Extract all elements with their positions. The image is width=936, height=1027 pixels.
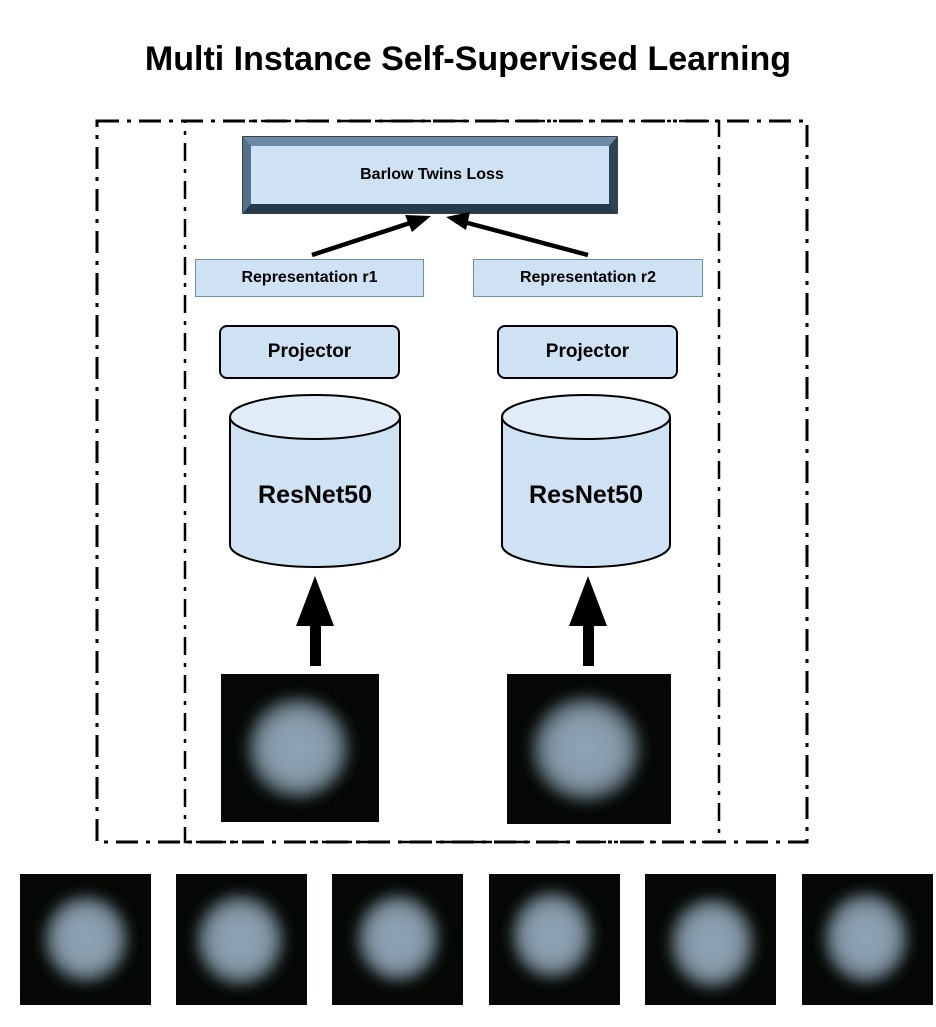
inner-pair-frame bbox=[183, 119, 721, 844]
bag-instance-5 bbox=[645, 874, 776, 1005]
bag-instance-1 bbox=[20, 874, 151, 1005]
arrow-r1-to-loss bbox=[311, 215, 431, 258]
bag-instance-6 bbox=[802, 874, 933, 1005]
arrow-input-right bbox=[569, 576, 607, 666]
arrow-input-left bbox=[296, 576, 334, 666]
encoder-label-right: ResNet50 bbox=[529, 481, 643, 509]
representation-r2: Representation r2 bbox=[473, 259, 703, 297]
bag-instance-2 bbox=[176, 874, 307, 1005]
representation-r1: Representation r1 bbox=[195, 259, 424, 297]
barlow-twins-loss-label: Barlow Twins Loss bbox=[360, 165, 504, 183]
bag-instance-4 bbox=[489, 874, 620, 1005]
input-image-right bbox=[507, 674, 671, 824]
projector-left: Projector bbox=[219, 325, 400, 379]
bag-instance-3 bbox=[332, 874, 463, 1005]
outer-bag-frame bbox=[95, 119, 809, 844]
encoder-cylinder-right bbox=[501, 394, 671, 568]
encoder-label-left: ResNet50 bbox=[258, 481, 372, 509]
input-image-left bbox=[221, 674, 379, 822]
projector-right: Projector bbox=[497, 325, 678, 379]
diagram-title: Multi Instance Self-Supervised Learning bbox=[144, 40, 792, 78]
arrow-r2-to-loss bbox=[446, 212, 589, 258]
encoder-cylinder-left bbox=[229, 394, 401, 568]
barlow-twins-loss-box bbox=[242, 136, 618, 214]
